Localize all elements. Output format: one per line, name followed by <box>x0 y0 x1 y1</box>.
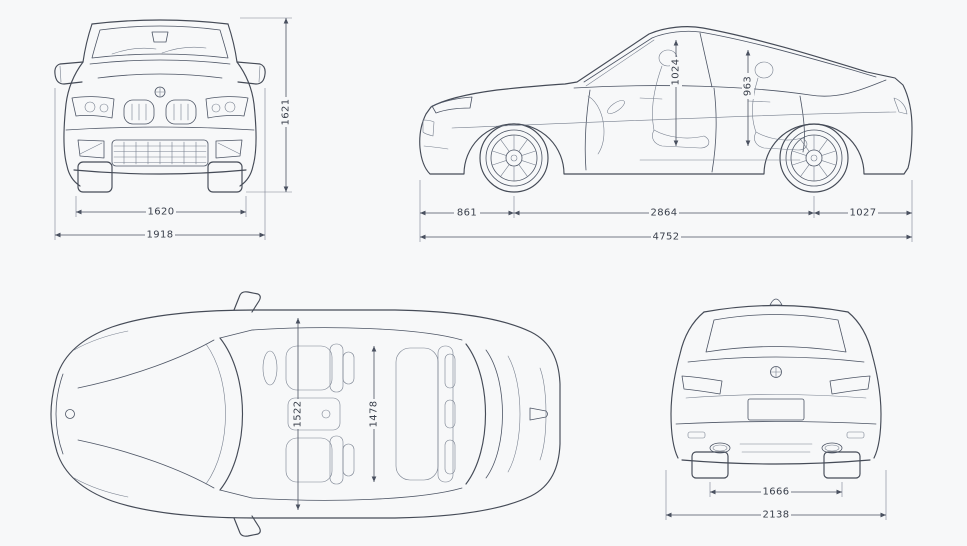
svg-text:1027: 1027 <box>849 208 876 219</box>
rear-wheel <box>779 123 849 193</box>
dim-label-length: 4752 <box>651 231 681 243</box>
svg-text:1620: 1620 <box>147 207 174 218</box>
svg-text:4752: 4752 <box>652 232 679 243</box>
dim-label-rear-track: 1666 <box>761 486 791 498</box>
dim-label-side-cabin-rear: 963 <box>742 73 754 99</box>
door-handles <box>639 97 771 103</box>
svg-text:1621: 1621 <box>281 98 292 125</box>
side-headlight <box>431 96 473 114</box>
front-view-drawing <box>54 19 266 193</box>
svg-text:1918: 1918 <box>146 230 173 241</box>
svg-text:1666: 1666 <box>762 487 789 498</box>
dim-label-front-width: 1918 <box>145 229 175 241</box>
antenna-fin <box>769 298 783 306</box>
front-wheel <box>479 123 549 193</box>
rear-window <box>705 314 847 353</box>
side-view-drawing: 1024 963 <box>419 26 913 193</box>
side-view: 1024 963 861 2864 1027 <box>419 26 913 243</box>
rearview-mirror <box>151 31 169 43</box>
license-plate <box>747 398 805 421</box>
dim-label-rear-width: 2138 <box>761 509 791 521</box>
rear-view-drawing <box>670 298 882 479</box>
lower-intake <box>111 139 209 167</box>
dim-label-side-cabin-front: 1024 <box>670 57 682 87</box>
svg-text:1024: 1024 <box>671 58 682 85</box>
rear-left-tire <box>691 451 729 479</box>
left-mirror <box>233 291 261 313</box>
top-view: 1522 1478 <box>50 291 561 537</box>
brand-roundel-icon <box>65 409 75 419</box>
dim-label-top-cabin-rear: 1478 <box>368 399 380 429</box>
svg-text:2864: 2864 <box>650 208 677 219</box>
dim-label-front-height: 1621 <box>280 97 292 127</box>
front-right-tire <box>207 161 243 193</box>
rear-view-dimensions: 1666 2138 <box>665 470 887 521</box>
exhaust-right <box>821 442 843 454</box>
front-view-dimensions: 1621 1620 1918 <box>54 17 292 241</box>
wipers <box>111 46 207 55</box>
front-view: 1621 1620 1918 <box>54 17 292 241</box>
brand-roundel-icon <box>770 366 782 378</box>
svg-text:861: 861 <box>457 208 477 219</box>
rear-view: 1666 2138 <box>665 298 887 521</box>
left-mirror <box>54 61 84 85</box>
dim-label-wheelbase: 2864 <box>649 207 679 219</box>
kidney-grille-right <box>165 99 197 125</box>
side-view-dimensions: 861 2864 1027 4752 <box>419 180 913 243</box>
dim-label-top-cabin-front: 1522 <box>292 399 304 429</box>
right-mirror <box>233 515 261 537</box>
antenna-fin <box>529 407 548 421</box>
taillight-left <box>681 375 723 395</box>
top-view-dimensions: 1522 1478 <box>292 318 380 510</box>
rear-window <box>465 343 486 485</box>
front-left-tire <box>77 161 113 193</box>
windshield <box>219 337 244 491</box>
interior-outline <box>587 49 808 161</box>
rear-right-tire <box>823 451 861 479</box>
svg-text:963: 963 <box>743 76 754 96</box>
taillight-side <box>893 97 908 115</box>
headlight-left <box>71 96 115 119</box>
svg-text:1522: 1522 <box>293 400 304 427</box>
dim-label-front-overhang: 861 <box>454 207 480 219</box>
seats-top <box>262 343 456 485</box>
headlight-right <box>205 96 249 119</box>
dim-label-rear-overhang: 1027 <box>848 207 878 219</box>
right-mirror <box>236 61 266 85</box>
kidney-grille-left <box>123 99 155 125</box>
svg-text:2138: 2138 <box>762 510 789 521</box>
taillight-right <box>829 375 871 395</box>
top-view-drawing <box>50 291 561 537</box>
dim-label-front-track: 1620 <box>146 206 176 218</box>
svg-text:1478: 1478 <box>369 400 380 427</box>
exhaust-left <box>709 442 731 454</box>
brand-roundel-icon <box>154 86 166 98</box>
